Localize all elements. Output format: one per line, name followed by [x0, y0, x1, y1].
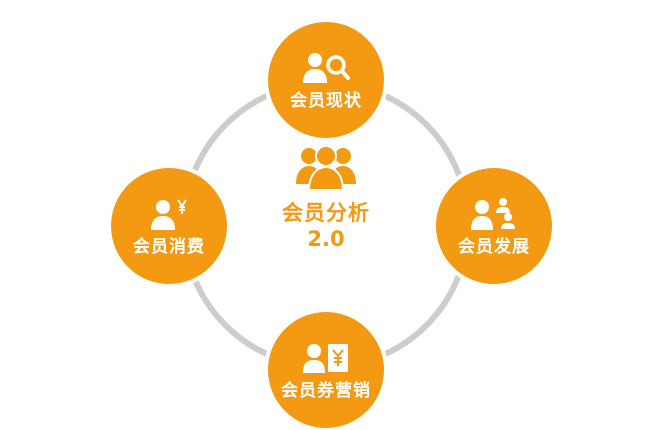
- node-member-status: 会员现状: [268, 22, 384, 138]
- node-member-consumption: 会员消费: [111, 168, 227, 284]
- user-yen-icon: [151, 198, 187, 230]
- center-title: 会员分析: [282, 201, 370, 225]
- user-search-icon: [303, 52, 350, 83]
- center-hub: 会员分析 2.0: [246, 142, 406, 262]
- node-member-growth: 会员发展: [436, 168, 552, 284]
- center-version: 2.0: [307, 227, 345, 252]
- node-label: 会员现状: [290, 90, 362, 111]
- user-growth-icon: [471, 197, 515, 230]
- node-label: 会员发展: [458, 236, 530, 257]
- node-label: 会员券营销: [281, 380, 371, 401]
- node-member-coupon-marketing: 会员券营销: [268, 312, 384, 428]
- user-coupon-icon: [303, 343, 348, 373]
- user-group-icon: [296, 145, 356, 190]
- node-label: 会员消费: [133, 236, 205, 257]
